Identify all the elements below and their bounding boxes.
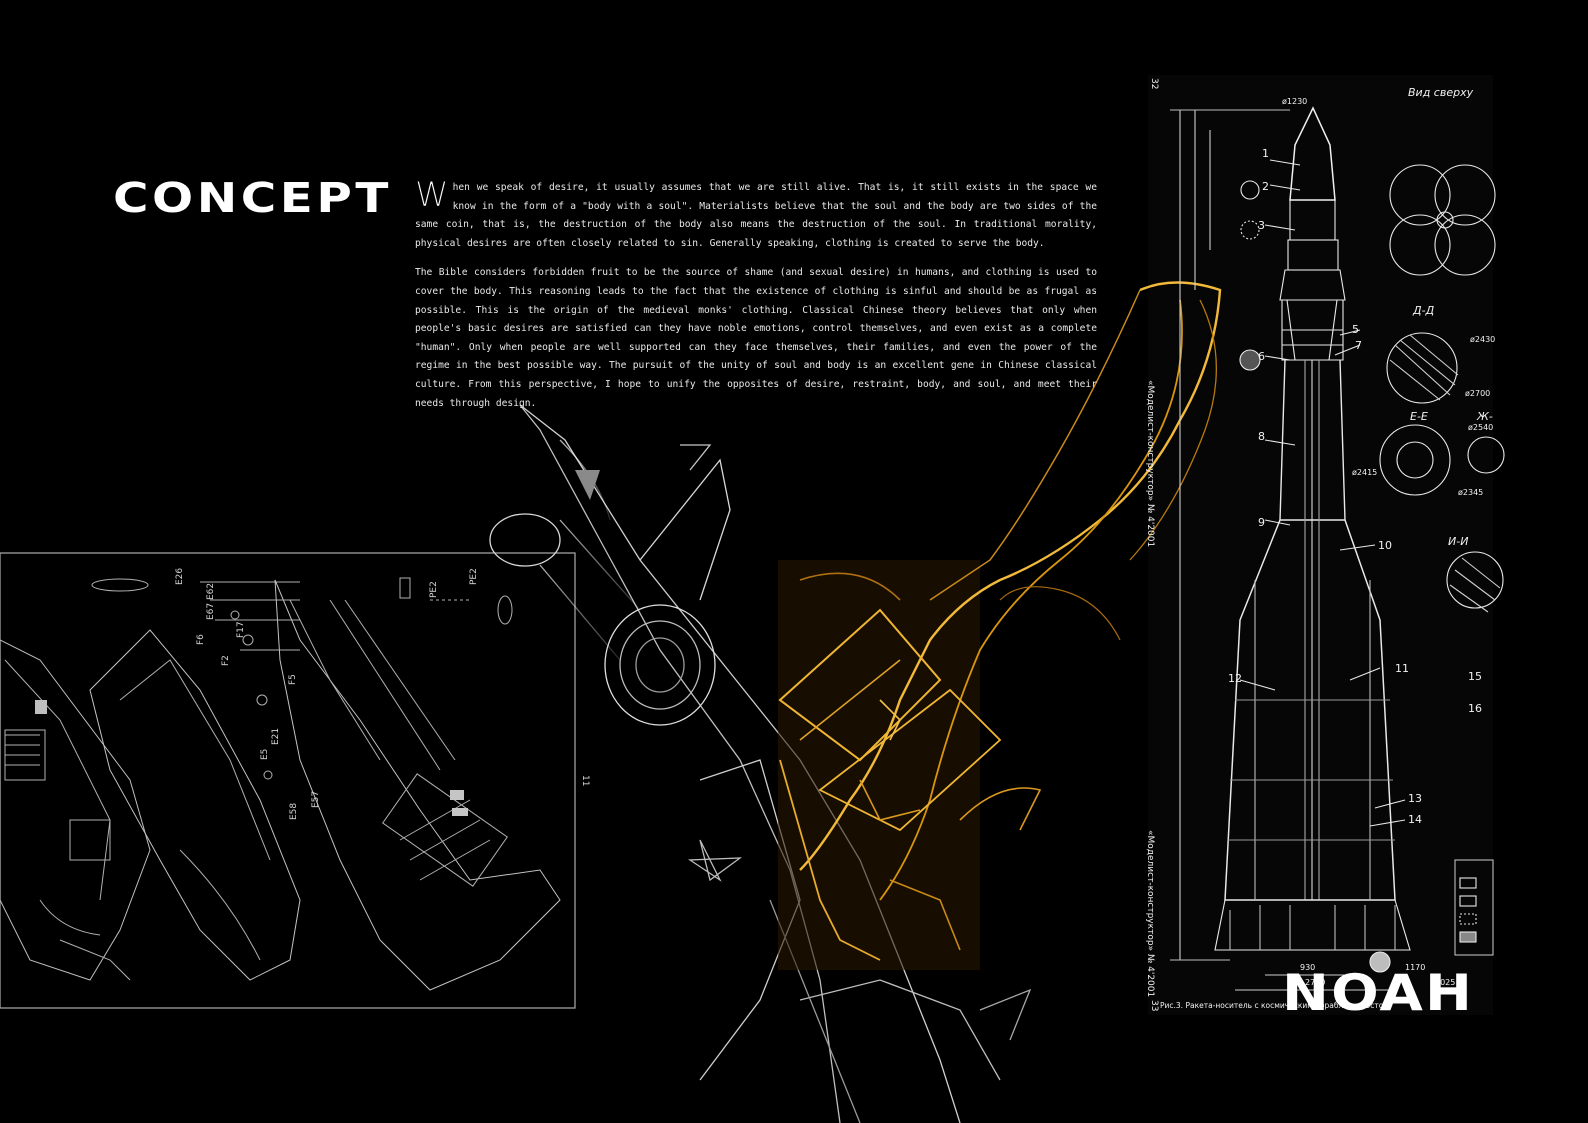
svg-text:E21: E21: [271, 728, 281, 745]
callout-11: 11: [1395, 662, 1409, 675]
callout-13: 13: [1408, 792, 1422, 805]
page-number-bottom: 33: [1149, 1000, 1159, 1011]
rocket-blueprint: [1170, 106, 1505, 991]
svg-text:ø2540: ø2540: [1468, 423, 1493, 432]
svg-text:1170: 1170: [1405, 963, 1425, 972]
page-title: CONCEPT: [113, 174, 392, 222]
svg-text:E67 E62: E67 E62: [206, 583, 216, 620]
figure-caption: Рис.3. Ракета-носитель с космическим кор…: [1160, 1001, 1393, 1010]
concept-paragraph-1-text: hen we speak of desire, it usually assum…: [415, 182, 1097, 249]
assembly-diagram-frame: [0, 552, 576, 1009]
callout-9: 9: [1258, 516, 1265, 529]
blueprint-panel-background: [1148, 75, 1493, 1015]
rocket-blueprint-labels: 1 2 3 5 6 7 8 9 10 11 12 13 14 15 16 Вид…: [1145, 78, 1495, 1011]
assembly-part-labels: E26 E67 E62 F6 F17 F2 F5 E21 E5 E58 E57 …: [175, 568, 590, 820]
svg-text:2700: 2700: [1305, 978, 1325, 987]
svg-text:ø2345: ø2345: [1458, 488, 1483, 497]
callout-7: 7: [1355, 339, 1362, 352]
brand-logo: NOAH: [1282, 964, 1475, 1022]
svg-text:F17: F17: [236, 621, 246, 638]
callout-16: 16: [1468, 702, 1482, 715]
page-number-top: 32: [1149, 78, 1159, 89]
svg-text:F5: F5: [288, 674, 298, 685]
concept-paragraph-2: The Bible considers forbidden fruit to b…: [415, 267, 1097, 409]
gold-figure-illustration: [778, 281, 1222, 970]
callout-5: 5: [1352, 323, 1359, 336]
svg-text:PE2: PE2: [469, 568, 479, 585]
assembly-diagram: [0, 552, 576, 1009]
blueprint-side-caption-top: «Моделист-конструктор» № 4'2001: [1145, 380, 1155, 547]
svg-text:F6: F6: [196, 634, 206, 645]
callout-8: 8: [1258, 430, 1265, 443]
view-label: Вид сверху: [1408, 86, 1474, 99]
callout-1: 1: [1262, 147, 1269, 160]
svg-text:E57: E57: [311, 791, 321, 808]
callout-14: 14: [1408, 813, 1422, 826]
svg-text:И-И: И-И: [1448, 535, 1468, 548]
callout-12: 12: [1228, 672, 1242, 685]
callout-15: 15: [1468, 670, 1482, 683]
svg-text:ø2415: ø2415: [1352, 468, 1377, 477]
svg-text:ø2430: ø2430: [1470, 335, 1495, 344]
blueprint-side-caption-bottom: «Моделист-конструктор» № 4'2001: [1145, 830, 1155, 997]
callout-6: 6: [1258, 350, 1265, 363]
svg-text:E26: E26: [175, 568, 185, 585]
svg-text:E58: E58: [289, 803, 299, 820]
svg-text:930: 930: [1300, 963, 1315, 972]
svg-text:F2: F2: [221, 655, 231, 666]
svg-text:ø1230: ø1230: [1282, 97, 1307, 106]
svg-text:Д-Д: Д-Д: [1412, 304, 1435, 317]
callout-10: 10: [1378, 539, 1392, 552]
callout-3: 3: [1258, 219, 1265, 232]
svg-text:11: 11: [580, 775, 590, 786]
svg-text:Ж-: Ж-: [1476, 410, 1493, 423]
svg-text:Е-Е: Е-Е: [1410, 410, 1428, 423]
svg-text:PE2: PE2: [429, 581, 439, 598]
svg-text:1025: 1025: [1435, 978, 1455, 987]
drop-cap: W: [415, 175, 449, 215]
callout-2: 2: [1262, 180, 1269, 193]
svg-text:ø2700: ø2700: [1465, 389, 1490, 398]
svg-text:E5: E5: [260, 749, 270, 760]
